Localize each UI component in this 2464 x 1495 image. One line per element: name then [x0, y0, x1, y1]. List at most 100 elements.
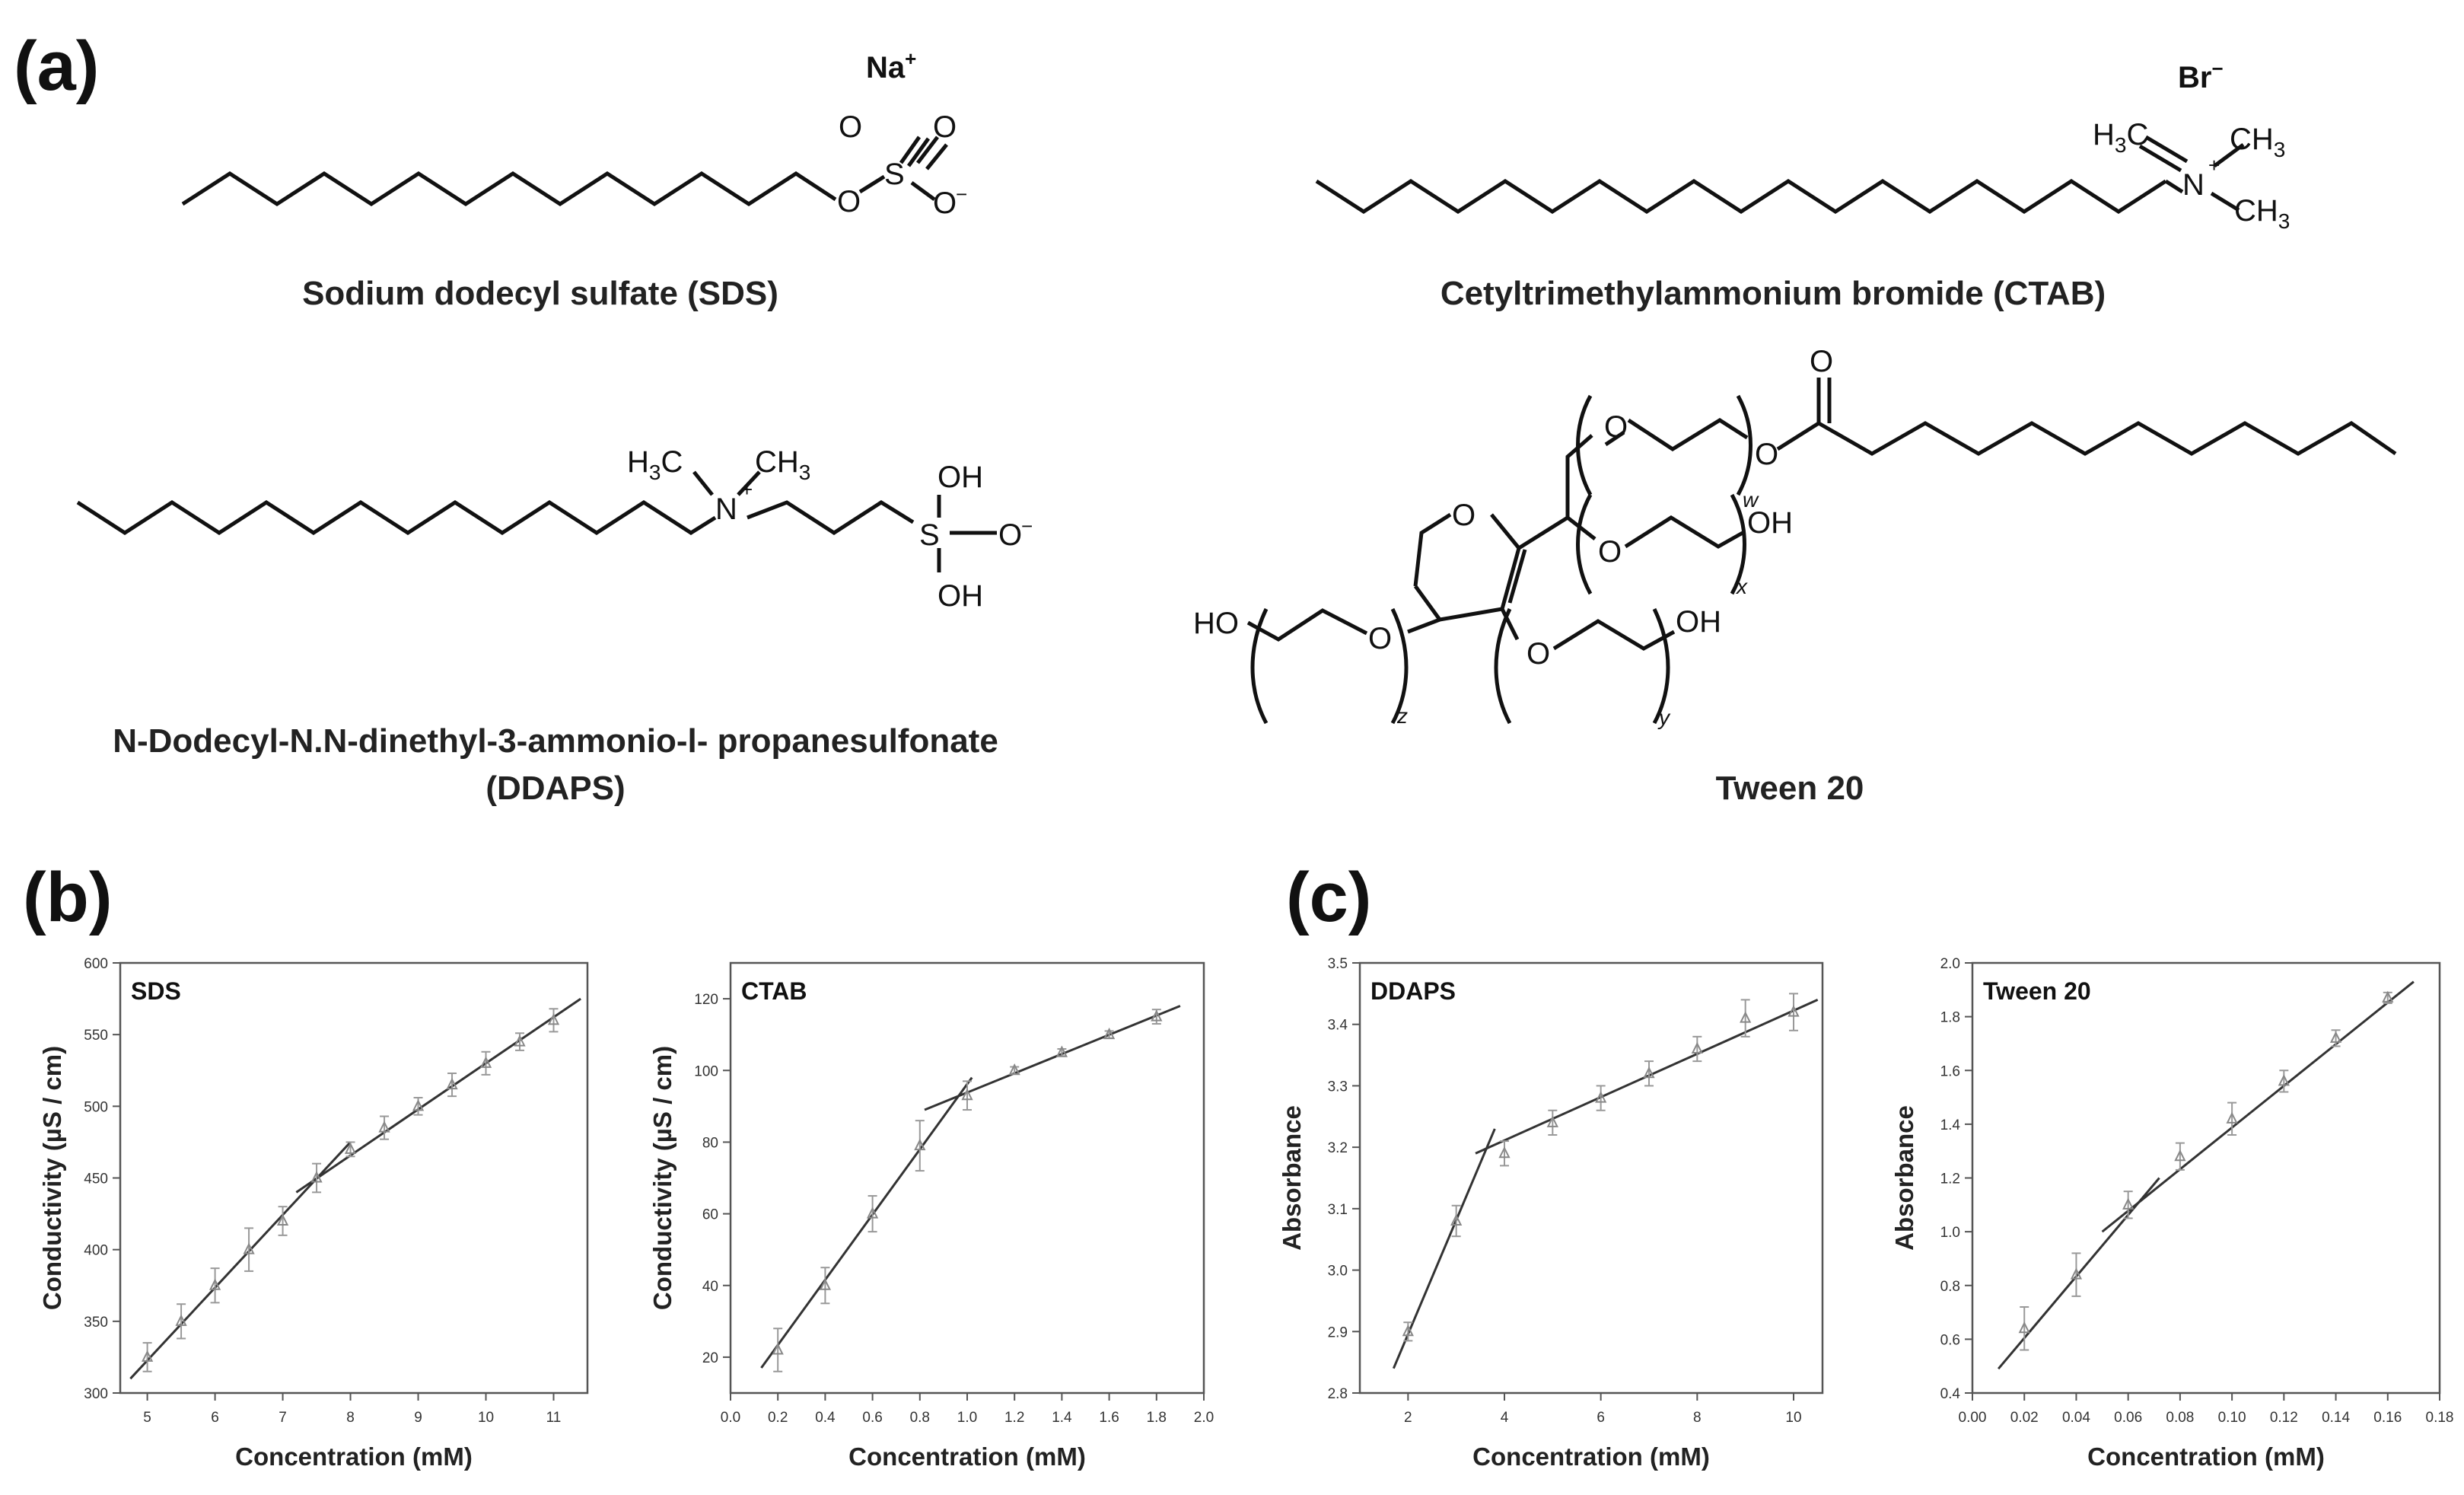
x-tick-label: 0.16 — [2373, 1410, 2402, 1426]
data-point — [310, 1171, 323, 1183]
data-point — [1450, 1213, 1463, 1226]
tween-sub-z: z — [1396, 704, 1408, 728]
sds-counter-ion: Na+ — [866, 47, 916, 84]
data-point — [243, 1242, 255, 1254]
data-point — [772, 1343, 784, 1355]
x-tick-label: 5 — [143, 1410, 151, 1426]
x-tick-label: 1.6 — [1099, 1410, 1119, 1426]
data-point — [2070, 1267, 2083, 1280]
x-tick-label: 1.2 — [1004, 1410, 1024, 1426]
x-tick-label: 1.0 — [957, 1410, 977, 1426]
inset-label: Tween 20 — [1983, 977, 2091, 1005]
sds-s-atom: S — [884, 158, 905, 191]
ddaps-alkyl-chain — [76, 500, 717, 535]
x-tick-label: 10 — [1785, 1410, 1801, 1426]
y-tick-label: 1.6 — [1940, 1063, 1960, 1079]
x-tick-label: 6 — [211, 1410, 219, 1426]
sds-structure: O S O O O − Na+ — [181, 47, 967, 220]
ddaps-name-line2: (DDAPS) — [485, 770, 625, 807]
tween-ring-o: O — [1452, 499, 1476, 532]
x-tick-label: 10 — [478, 1410, 494, 1426]
tween-o-ester: O — [1755, 438, 1778, 471]
tween-o-x: O — [1598, 535, 1622, 569]
y-axis-label: Absorbance — [1890, 1105, 1918, 1251]
fit-line — [924, 1005, 1181, 1111]
data-point — [1740, 1011, 1752, 1023]
x-tick-label: 0.10 — [2218, 1410, 2246, 1426]
data-point — [819, 1278, 832, 1290]
y-tick-label: 3.5 — [1328, 956, 1348, 972]
ddaps-o-minus: O — [998, 518, 1022, 552]
ctab-n-atom: N — [2182, 168, 2205, 202]
x-tick-label: 9 — [414, 1410, 422, 1426]
x-tick-label: 4 — [1501, 1410, 1509, 1426]
y-tick-label: 2.0 — [1940, 956, 1960, 972]
data-point — [378, 1120, 390, 1133]
y-tick-label: 2.8 — [1328, 1386, 1348, 1402]
y-tick-label: 450 — [84, 1171, 108, 1187]
panel-b-label: (b) — [23, 859, 112, 936]
panel-c-label: (c) — [1286, 859, 1371, 936]
y-tick-label: 300 — [84, 1386, 108, 1402]
ctab-ch3-top: CH3 — [2230, 123, 2285, 161]
data-point — [547, 1013, 560, 1025]
sds-name: Sodium dodecyl sulfate (SDS) — [302, 275, 778, 312]
sds-o-top-left: O — [839, 110, 862, 144]
inset-label: SDS — [131, 977, 181, 1005]
ddaps-h3c: H3C — [627, 445, 683, 484]
ddaps-s-atom: S — [919, 518, 940, 552]
ddaps-minus-charge: − — [1021, 515, 1033, 537]
x-tick-label: 0.00 — [1959, 1410, 1987, 1426]
x-tick-label: 0.6 — [862, 1410, 882, 1426]
y-tick-label: 1.4 — [1940, 1117, 1961, 1133]
x-tick-label: 0.04 — [2062, 1410, 2090, 1426]
data-point — [141, 1350, 154, 1362]
tween-oh-y: OH — [1676, 605, 1721, 639]
y-tick-label: 1.2 — [1940, 1171, 1960, 1187]
ddaps-structure: N + S OH OH O − H3C CH3 — [76, 445, 1033, 613]
x-tick-label: 8 — [346, 1410, 355, 1426]
y-tick-label: 350 — [84, 1315, 108, 1331]
data-point — [914, 1138, 926, 1151]
y-tick-label: 500 — [84, 1099, 108, 1115]
x-tick-label: 1.4 — [1052, 1410, 1072, 1426]
y-tick-label: 100 — [694, 1063, 718, 1079]
x-tick-label: 0.12 — [2270, 1410, 2298, 1426]
tween-ho-z: HO — [1193, 607, 1239, 640]
y-tick-label: 3.4 — [1328, 1018, 1348, 1034]
data-point — [175, 1314, 187, 1326]
ctab-counter-ion: Br− — [2178, 57, 2224, 94]
x-tick-label: 0.08 — [2166, 1410, 2194, 1426]
y-tick-label: 120 — [694, 992, 718, 1008]
y-tick-label: 600 — [84, 956, 108, 972]
tween-o-z: O — [1368, 622, 1392, 655]
plot-frame — [1971, 961, 2441, 1395]
y-tick-label: 3.2 — [1328, 1140, 1348, 1156]
data-point — [866, 1207, 879, 1219]
ctab-ch3-bottom: CH3 — [2234, 194, 2290, 233]
x-tick-label: 0.18 — [2426, 1410, 2454, 1426]
fit-line — [1392, 1128, 1496, 1369]
x-axis-label: Concentration (mM) — [848, 1442, 1086, 1471]
y-tick-label: 3.0 — [1328, 1264, 1348, 1280]
y-tick-label: 550 — [84, 1028, 108, 1044]
tween-sub-y: y — [1657, 706, 1671, 729]
data-point — [2329, 1031, 2342, 1043]
plot-frame — [1358, 961, 1824, 1395]
sds-minus-charge: − — [956, 183, 967, 206]
tween-name: Tween 20 — [1716, 770, 1864, 807]
ctab-plus-charge: + — [2208, 154, 2220, 177]
data-point — [2018, 1321, 2030, 1334]
x-axis-label: Concentration (mM) — [1472, 1442, 1710, 1471]
y-tick-label: 40 — [702, 1279, 718, 1295]
x-tick-label: 0.14 — [2322, 1410, 2350, 1426]
x-tick-label: 0.06 — [2114, 1410, 2142, 1426]
y-tick-label: 3.3 — [1328, 1079, 1348, 1095]
x-tick-label: 11 — [546, 1410, 562, 1426]
sds-o-ester: O — [837, 185, 861, 218]
y-tick-label: 1.0 — [1940, 1225, 1960, 1241]
